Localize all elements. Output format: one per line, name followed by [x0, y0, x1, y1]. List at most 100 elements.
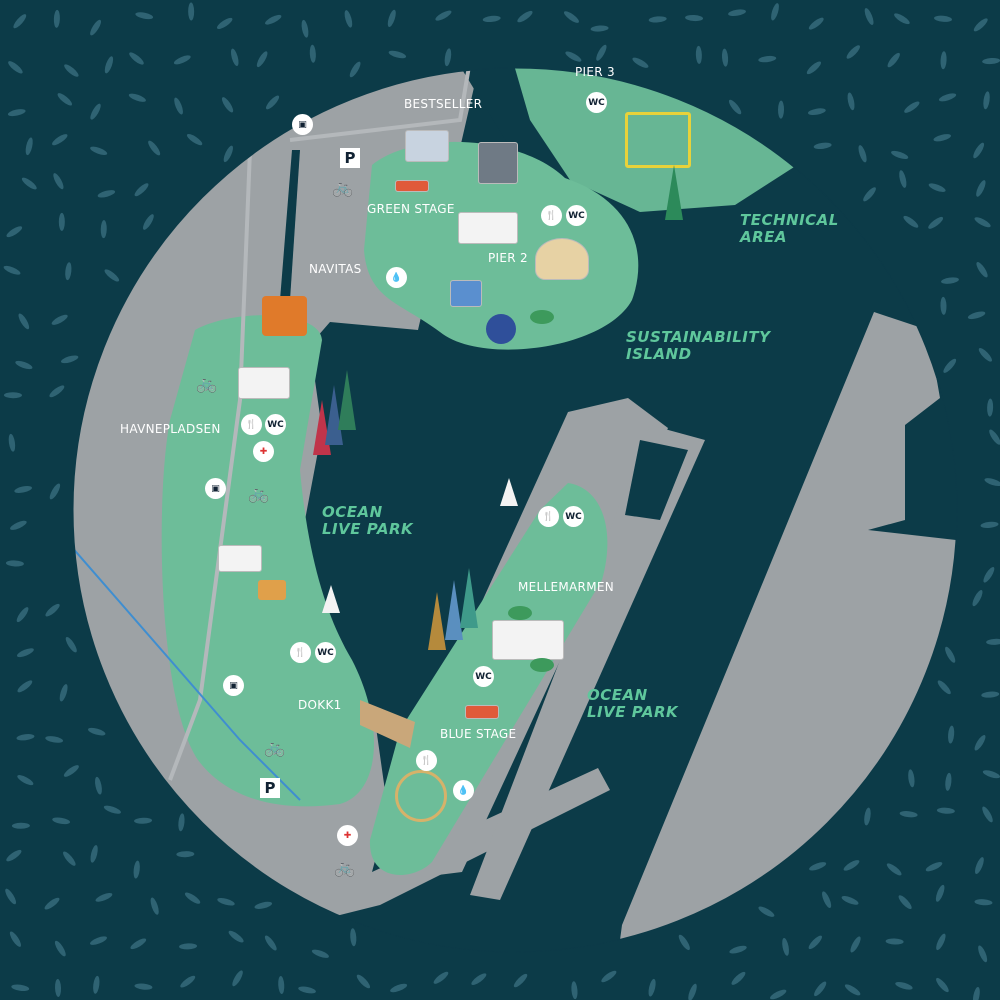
label-dokk1: DOKK1 — [298, 698, 342, 712]
boat-leaf-mark — [5, 888, 17, 905]
boat-leaf-mark — [90, 936, 107, 945]
boat-leaf-mark — [148, 140, 161, 156]
sailboat-icon — [428, 592, 446, 650]
wc-icon[interactable]: WC — [566, 205, 587, 226]
wc-icon[interactable]: WC — [473, 666, 494, 687]
boat-leaf-mark — [814, 981, 827, 997]
boat-leaf-mark — [65, 262, 72, 281]
tent-havnepladsen — [238, 367, 290, 399]
bike-icon[interactable]: 🚲 — [196, 374, 218, 394]
label-pier-2: PIER 2 — [488, 251, 528, 265]
boat-leaf-mark — [648, 978, 656, 997]
ferris-wheel-icon — [395, 770, 447, 822]
boat-leaf-mark — [3, 265, 21, 275]
boat-leaf-mark — [21, 177, 37, 190]
boat-leaf-mark — [54, 940, 66, 957]
bike-icon[interactable]: 🚲 — [334, 858, 356, 878]
boat-leaf-mark — [133, 860, 140, 879]
food-icon[interactable]: 🍴 — [541, 205, 562, 226]
boat-leaf-mark — [9, 931, 21, 947]
boat-leaf-mark — [967, 311, 986, 320]
food-icon[interactable]: 🍴 — [538, 506, 559, 527]
boat-leaf-mark — [974, 734, 986, 751]
water-icon[interactable]: 💧 — [453, 780, 474, 801]
bike-icon[interactable]: 🚲 — [248, 484, 270, 504]
parking-icon[interactable]: P — [260, 778, 280, 798]
boat-leaf-mark — [103, 805, 121, 814]
boat-leaf-mark — [128, 93, 146, 102]
bike-icon[interactable]: 🚲 — [332, 178, 354, 198]
boat-leaf-mark — [982, 770, 1000, 779]
tram-icon[interactable]: ▣ — [205, 478, 226, 499]
boat-leaf-mark — [7, 109, 26, 117]
boat-leaf-mark — [728, 9, 746, 17]
boat-leaf-mark — [63, 765, 79, 777]
food-icon[interactable]: 🍴 — [290, 642, 311, 663]
boat-leaf-mark — [49, 385, 65, 398]
boat-leaf-mark — [596, 44, 607, 61]
food-icon[interactable]: 🍴 — [416, 750, 437, 771]
boat-leaf-mark — [60, 355, 79, 364]
boat-leaf-mark — [731, 971, 746, 985]
green-stage-icon — [395, 180, 429, 192]
boat-leaf-mark — [51, 314, 68, 325]
wc-icon[interactable]: WC — [586, 92, 607, 113]
boat-leaf-mark — [8, 433, 16, 452]
boat-leaf-mark — [975, 857, 984, 875]
boat-leaf-mark — [228, 930, 244, 943]
wc-icon[interactable]: WC — [265, 414, 286, 435]
globe-sculpture — [486, 314, 516, 344]
water-icon[interactable]: 💧 — [386, 267, 407, 288]
boat-leaf-mark — [891, 150, 909, 159]
boat-leaf-mark — [350, 928, 357, 947]
boat-leaf-mark — [940, 51, 947, 70]
boat-leaf-mark — [858, 145, 867, 163]
boat-leaf-mark — [135, 12, 154, 20]
boat-leaf-mark — [678, 934, 690, 951]
boat-leaf-mark — [973, 18, 988, 32]
boat-leaf-mark — [899, 170, 907, 188]
area-technical-line1: TECHNICAL — [740, 211, 839, 229]
boat-leaf-mark — [16, 734, 35, 741]
boat-leaf-mark — [864, 807, 871, 826]
park-havnepladsen — [161, 315, 374, 807]
tram-icon[interactable]: ▣ — [223, 675, 244, 696]
boat-leaf-mark — [928, 183, 946, 192]
boat-leaf-mark — [778, 100, 785, 119]
boat-leaf-mark — [349, 61, 361, 78]
label-navitas: NAVITAS — [309, 262, 362, 276]
playground-icon — [258, 580, 286, 600]
boat-leaf-mark — [93, 975, 100, 994]
area-technical-line2: AREA — [740, 228, 788, 246]
boat-leaf-mark — [648, 16, 667, 23]
crane-icon — [625, 112, 691, 168]
dome-pavilion — [535, 238, 589, 280]
boat-leaf-mark — [982, 806, 993, 823]
boat-leaf-mark — [52, 817, 71, 825]
boat-leaf-mark — [17, 775, 34, 786]
wc-icon[interactable]: WC — [315, 642, 336, 663]
boat-leaf-mark — [13, 14, 27, 29]
boat-leaf-mark — [886, 863, 902, 876]
tent-south — [218, 545, 262, 572]
food-icon[interactable]: 🍴 — [241, 414, 262, 435]
wc-icon[interactable]: WC — [563, 506, 584, 527]
first-aid-icon[interactable]: ✚ — [337, 825, 358, 846]
boat-leaf-mark — [841, 896, 859, 905]
boat-leaf-mark — [344, 10, 353, 28]
boat-leaf-mark — [6, 849, 22, 862]
area-olp-west-line1: OCEAN — [322, 503, 383, 521]
boat-leaf-mark — [58, 212, 65, 231]
tents-mellemarmen — [492, 620, 564, 660]
boat-leaf-mark — [254, 901, 273, 909]
tram-icon[interactable]: ▣ — [292, 114, 313, 135]
boat-leaf-mark — [844, 984, 861, 996]
boat-leaf-mark — [563, 11, 579, 23]
boat-leaf-mark — [978, 945, 988, 963]
boat-leaf-mark — [758, 906, 775, 917]
bike-icon[interactable]: 🚲 — [264, 738, 286, 758]
label-mellemarmen: MELLEMARMEN — [518, 580, 615, 594]
parking-icon[interactable]: P — [340, 148, 360, 168]
boat-leaf-mark — [898, 895, 912, 910]
first-aid-icon[interactable]: ✚ — [253, 441, 274, 462]
